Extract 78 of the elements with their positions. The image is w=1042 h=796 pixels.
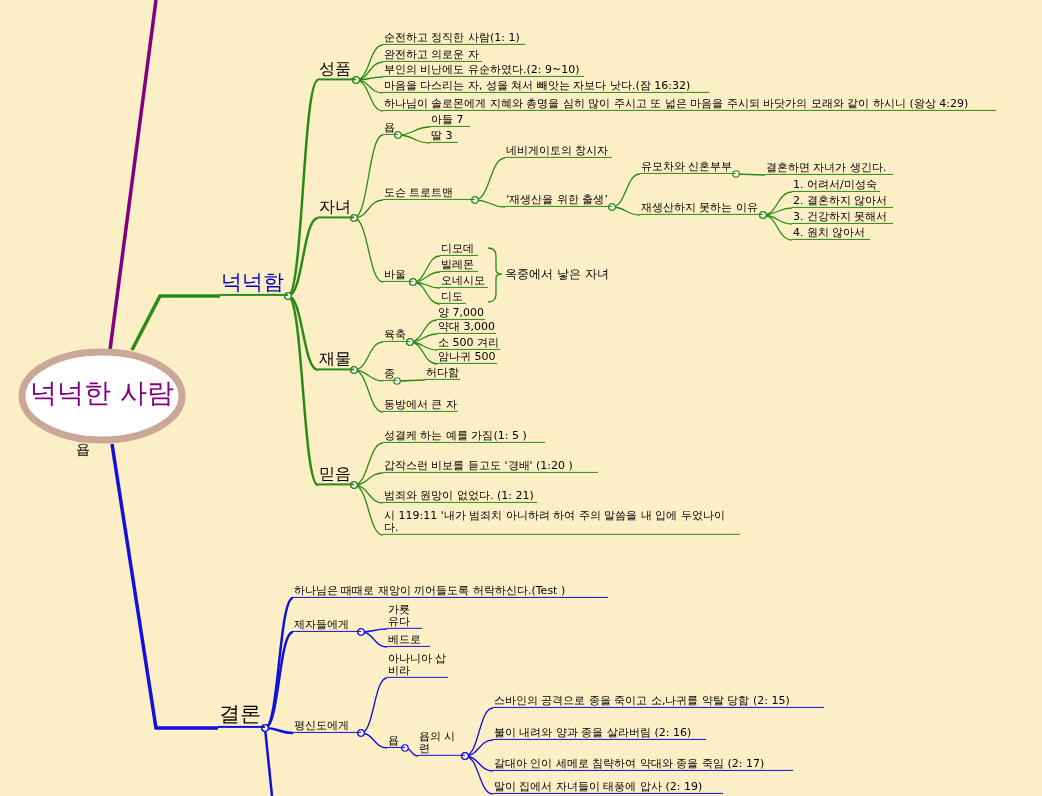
subtopic-label: 네비게이토의 창시자 [505, 144, 612, 158]
branch-line [110, 443, 218, 730]
subtopic-label: 아나니아 삽비라 [387, 652, 448, 678]
branch-line [461, 752, 494, 795]
branch-line [350, 366, 384, 413]
branch-topic: 믿음 [318, 465, 354, 485]
subtopic-label: 소 500 겨리 [437, 336, 500, 350]
subtopic-label: 디모데 [440, 242, 478, 256]
subtopic-label: 빌레몬 [440, 258, 478, 272]
subtopic-label: 갑작스런 비보를 듣고도 '경배' (1:20 ) [383, 459, 598, 473]
branch-line [261, 724, 274, 796]
subtopic-label: 베드로 [387, 633, 430, 647]
subtopic-label: 범죄와 원망이 없었다. (1: 21) [383, 489, 537, 503]
subtopic-label: 불이 내려와 양과 종을 살라버림 (2: 16) [493, 726, 706, 740]
subtopic-label: 결혼하면 자녀가 생긴다. [765, 161, 893, 175]
branch-line [284, 292, 319, 486]
branch-line [357, 729, 388, 749]
subtopic-label: 육축 [383, 328, 410, 342]
subtopic-label: 2. 결혼하지 않아서 [792, 194, 893, 208]
branch-line [357, 628, 388, 648]
subtopic-label: 약대 3,000 [437, 320, 496, 334]
subtopic-label: 3. 건강하지 못해서 [792, 210, 893, 224]
subtopic-label: 종 [383, 367, 397, 381]
central-topic-ellipse [18, 348, 186, 444]
subtopic-label: 디도 [440, 290, 466, 304]
subtopic-label: 바울 [383, 268, 413, 282]
subtopic-label: 1. 어려서/미성숙 [792, 178, 880, 192]
subtopic-label: 하나님은 때때로 재앙이 끼어들도록 허락하신다.(Test ) [293, 584, 608, 598]
branch-line [401, 744, 419, 757]
subtopic-label: 순전하고 정직한 사람(1: 1) [383, 31, 525, 45]
branch-topic: 넉넉함 [220, 270, 288, 296]
subtopic-label: 동방에서 큰 자 [383, 398, 458, 412]
branch-line [108, 0, 158, 351]
subtopic-label: 갈대아 인이 세메로 침략하여 약대와 종을 죽임 (2: 17) [493, 757, 793, 771]
branch-line [393, 377, 426, 385]
subtopic-label: 허다함 [425, 366, 460, 380]
subtopic-label: 제자들에게 [293, 618, 361, 632]
branch-topic: 자녀 [318, 198, 354, 218]
subtopic-label: 평신도에게 [293, 719, 361, 733]
branch-line [406, 338, 438, 365]
subtopic-label: 하나님이 솔로몬에게 지혜와 총명을 심히 많이 주시고 또 넓은 마음을 주시되 바닷가의 모래와 같이 하시니 (왕상 4:29) [383, 97, 996, 111]
branch-topic: 성품 [318, 60, 356, 80]
subtopic-label: 암나귀 500 [437, 350, 497, 364]
subtopic-label: 도슨 트로트맨 [383, 186, 475, 200]
subtopic-label: 재생산하지 못하는 이유 [640, 201, 763, 215]
subtopic-label: 스바인의 공격으로 종을 죽이고 소,나귀를 약탈 당함 (2: 15) [493, 694, 824, 708]
subtopic-label: 가룟 유다 [387, 603, 422, 629]
subtopic-label: ‘재생산을 위한 출생’ [505, 193, 612, 207]
branch-line [608, 203, 641, 216]
branch-topic: 재물 [318, 350, 354, 370]
subtopic-label: 4. 원치 않아서 [792, 226, 870, 240]
subtopic-label: 욥 [387, 734, 405, 748]
subtopic-label: 욥 [383, 121, 398, 135]
subtopic-label: 부인의 비난에도 유순하였다.(2: 9~10) [383, 63, 584, 77]
branch-line [394, 131, 431, 144]
subtopic-label: 시 119:11 '내가 범죄치 아니하려 하여 주의 말씀을 내 입에 두었나이다. [383, 509, 740, 535]
branch-line [350, 214, 384, 283]
topic-text: 넉넉한 사람 [29, 378, 175, 408]
subtopic-label: 오네시모 [440, 274, 488, 288]
note-text: 옥중에서 낳은 자녀 [505, 266, 609, 283]
subtopic-label: 아들 7 [430, 113, 470, 127]
subtopic-label: 완전하고 의로운 자 [383, 48, 482, 62]
branch-line [409, 278, 441, 305]
subtopic-label: 마음을 다스리는 자, 성을 쳐서 빼앗는 자보다 낫다.(잠 16:32) [383, 79, 709, 93]
caption-text: 욥 [76, 441, 90, 459]
subtopic-label: 유모차와 신혼부부 [640, 160, 736, 174]
branch-topic: 결론 [218, 702, 265, 728]
branch-line [759, 211, 793, 241]
branch-line [732, 170, 766, 178]
branch-line [471, 196, 506, 208]
subtopic-label: 딸 3 [430, 129, 458, 143]
branch-line [352, 76, 384, 112]
branch-line [130, 294, 220, 351]
subtopic-label: 욥의 시련 [418, 730, 465, 756]
subtopic-label: 말이 집에서 자녀들이 태풍에 압사 (2: 19) [493, 780, 723, 794]
subtopic-label: 성결케 하는 예를 가짐(1: 5 ) [383, 429, 545, 443]
branch-line [350, 481, 384, 536]
subtopic-label: 양 7,000 [437, 306, 485, 320]
